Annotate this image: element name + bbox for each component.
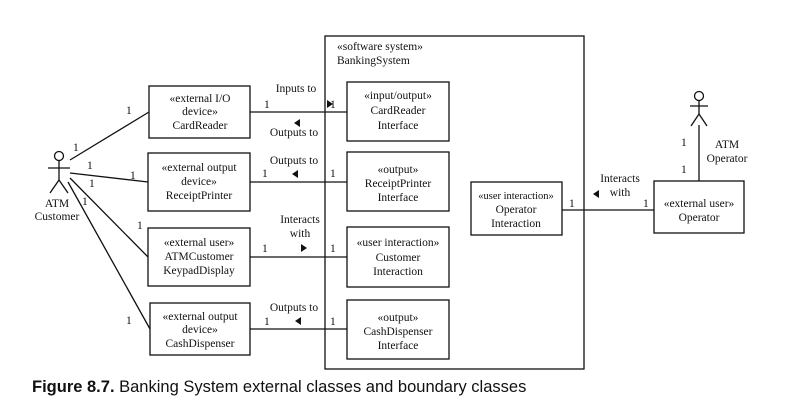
multiplicity: 1: [330, 168, 336, 180]
keypaddisplay-name-2: KeypadDisplay: [163, 265, 235, 277]
system-stereotype: «software system»: [337, 41, 423, 53]
assoc-customer-keypad: [69, 177, 149, 258]
multiplicity: 1: [73, 142, 79, 154]
operator-interaction-name-2: Interaction: [491, 218, 541, 230]
cashdispenser-stereotype-1: «external output: [162, 311, 238, 323]
keypaddisplay-stereotype: «external user»: [164, 237, 235, 249]
operator-interaction-stereotype: «user interaction»: [478, 191, 554, 202]
assoc-customer-receiptprinter: [69, 172, 149, 183]
multiplicity: 1: [681, 137, 687, 149]
multiplicity: 1: [262, 243, 268, 255]
multiplicity: 1: [89, 178, 95, 190]
arrow-outputs-to-cash: [295, 317, 301, 325]
assoc-customer-cashdispenser: [67, 181, 151, 330]
assoc-label-inputs-to: Inputs to: [276, 83, 317, 95]
atm-operator-label-2: Operator: [707, 153, 748, 165]
multiplicity: 1: [262, 168, 268, 180]
receiptprinter-interface-stereotype: «output»: [378, 164, 419, 176]
atm-customer-label-1: ATM: [45, 198, 69, 210]
multiplicity: 1: [87, 160, 93, 172]
cashdispenser-stereotype-2: device»: [182, 324, 218, 336]
cardreader-name: CardReader: [173, 120, 228, 132]
cashdispenser-name: CashDispenser: [166, 338, 235, 350]
atm-customer-actor-icon: [48, 150, 70, 194]
figure-caption: Figure 8.7. Banking System external clas…: [32, 378, 526, 397]
assoc-label-outputs-to-cash: Outputs to: [270, 302, 318, 314]
arrow-outputs-to-card: [294, 119, 300, 127]
figure-caption-label: Figure 8.7.: [32, 378, 115, 396]
atm-customer-label-2: Customer: [35, 211, 80, 223]
operator-name: Operator: [679, 212, 720, 224]
cashdispenser-interface-stereotype: «output»: [378, 312, 419, 324]
cardreader-stereotype-1: «external I/O: [170, 93, 231, 105]
cashdispenser-interface-name-1: CashDispenser: [364, 326, 433, 338]
atm-operator-actor-icon: [690, 90, 708, 127]
operator-interaction-box: [470, 181, 563, 236]
receiptprinter-interface-name-2: Interface: [378, 192, 419, 204]
figure-caption-text: Banking System external classes and boun…: [114, 378, 527, 396]
assoc-customer-cardreader: [69, 111, 150, 161]
multiplicity: 1: [137, 220, 143, 232]
cardreader-interface-stereotype: «input/output»: [364, 90, 432, 102]
multiplicity: 1: [643, 198, 649, 210]
assoc-label-interacts-customer-2: with: [290, 228, 311, 240]
multiplicity: 1: [126, 105, 132, 117]
receiptprinter-stereotype-1: «external output: [161, 162, 237, 174]
receiptprinter-interface-name-1: ReceiptPrinter: [365, 178, 432, 190]
multiplicity: 1: [330, 243, 336, 255]
atm-operator-label-1: ATM: [715, 139, 739, 151]
receiptprinter-name: ReceiptPrinter: [166, 190, 233, 202]
customer-interaction-name-2: Interaction: [373, 266, 423, 278]
arrow-outputs-to-printer: [292, 170, 298, 178]
assoc-label-interacts-operator-1: Interacts: [600, 173, 640, 185]
multiplicity: 1: [330, 316, 336, 328]
arrow-inputs-to: [327, 100, 333, 108]
multiplicity: 1: [681, 164, 687, 176]
keypaddisplay-name-1: ATMCustomer: [165, 251, 234, 263]
assoc-label-interacts-operator-2: with: [610, 187, 631, 199]
assoc-label-outputs-to-card: Outputs to: [270, 127, 318, 139]
multiplicity: 1: [82, 196, 88, 208]
cardreader-interface-name-2: Interface: [378, 120, 419, 132]
receiptprinter-stereotype-2: device»: [181, 176, 217, 188]
customer-interaction-stereotype: «user interaction»: [357, 237, 440, 249]
operator-interaction-name-1: Operator: [496, 204, 537, 216]
arrow-interacts-with-customer: [301, 244, 307, 252]
assoc-label-outputs-to-printer: Outputs to: [270, 155, 318, 167]
customer-interaction-name-1: Customer: [376, 252, 421, 264]
multiplicity: 1: [130, 170, 136, 182]
system-name: BankingSystem: [337, 55, 410, 67]
cashdispenser-interface-name-2: Interface: [378, 340, 419, 352]
operator-stereotype: «external user»: [664, 198, 735, 210]
cardreader-stereotype-2: device»: [182, 106, 218, 118]
multiplicity: 1: [264, 99, 270, 111]
assoc-label-interacts-customer-1: Interacts: [280, 214, 320, 226]
multiplicity: 1: [264, 316, 270, 328]
multiplicity: 1: [126, 315, 132, 327]
arrow-interacts-with-operator: [593, 190, 599, 198]
cardreader-interface-name-1: CardReader: [371, 105, 426, 117]
multiplicity: 1: [569, 198, 575, 210]
multiplicity: 1: [330, 99, 336, 111]
system-boundary: [324, 35, 585, 370]
